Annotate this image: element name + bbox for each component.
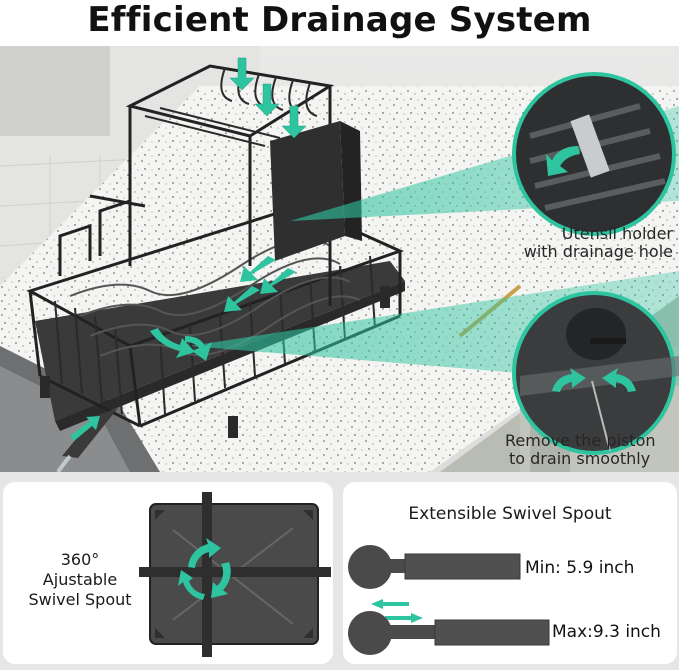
max-length-label: Max:9.3 inch	[552, 622, 661, 642]
label-line: 360°	[60, 550, 100, 569]
flow-arrow-icons	[70, 256, 296, 441]
feature-panels: 360° Ajustable Swivel Spout Extensible	[0, 472, 679, 670]
page-title: Efficient Drainage System	[87, 0, 592, 40]
down-arrow-icon	[229, 57, 307, 139]
callout-line: Utensil holder	[561, 224, 673, 243]
swap-arrows-icon	[371, 599, 423, 623]
label-line: Swivel Spout	[28, 590, 132, 609]
dish-rack-illustration	[0, 46, 679, 472]
callout-utensil-holder: Utensil holder with drainage hole	[483, 225, 673, 261]
spout-length-illustration	[348, 545, 550, 655]
callout-line: with drainage hole	[523, 242, 673, 261]
swivel-spout-label: 360° Ajustable Swivel Spout	[17, 550, 143, 610]
callout-remove-piston: Remove the piston to drain smoothly	[505, 432, 679, 468]
magnifier-circle-utensil	[512, 72, 676, 236]
extensible-spout-panel: Extensible Swivel Spout Min: 5.9 inch Ma…	[343, 482, 677, 664]
callout-line: to drain smoothly	[509, 449, 651, 468]
extensible-spout-title: Extensible Swivel Spout	[408, 504, 612, 524]
hero-product-photo: Utensil holder with drainage hole Remove…	[0, 46, 679, 472]
spout-max	[348, 611, 550, 655]
label-line: Ajustable	[42, 570, 118, 589]
min-length-label: Min: 5.9 inch	[525, 558, 635, 578]
magnifier-circle-piston	[512, 291, 679, 455]
rotate-arrows-icon	[188, 538, 221, 568]
swivel-spout-panel: 360° Ajustable Swivel Spout	[3, 482, 333, 664]
tray-bottom-illustration	[139, 492, 331, 657]
spout-min	[348, 545, 521, 589]
callout-line: Remove the piston	[505, 431, 656, 450]
